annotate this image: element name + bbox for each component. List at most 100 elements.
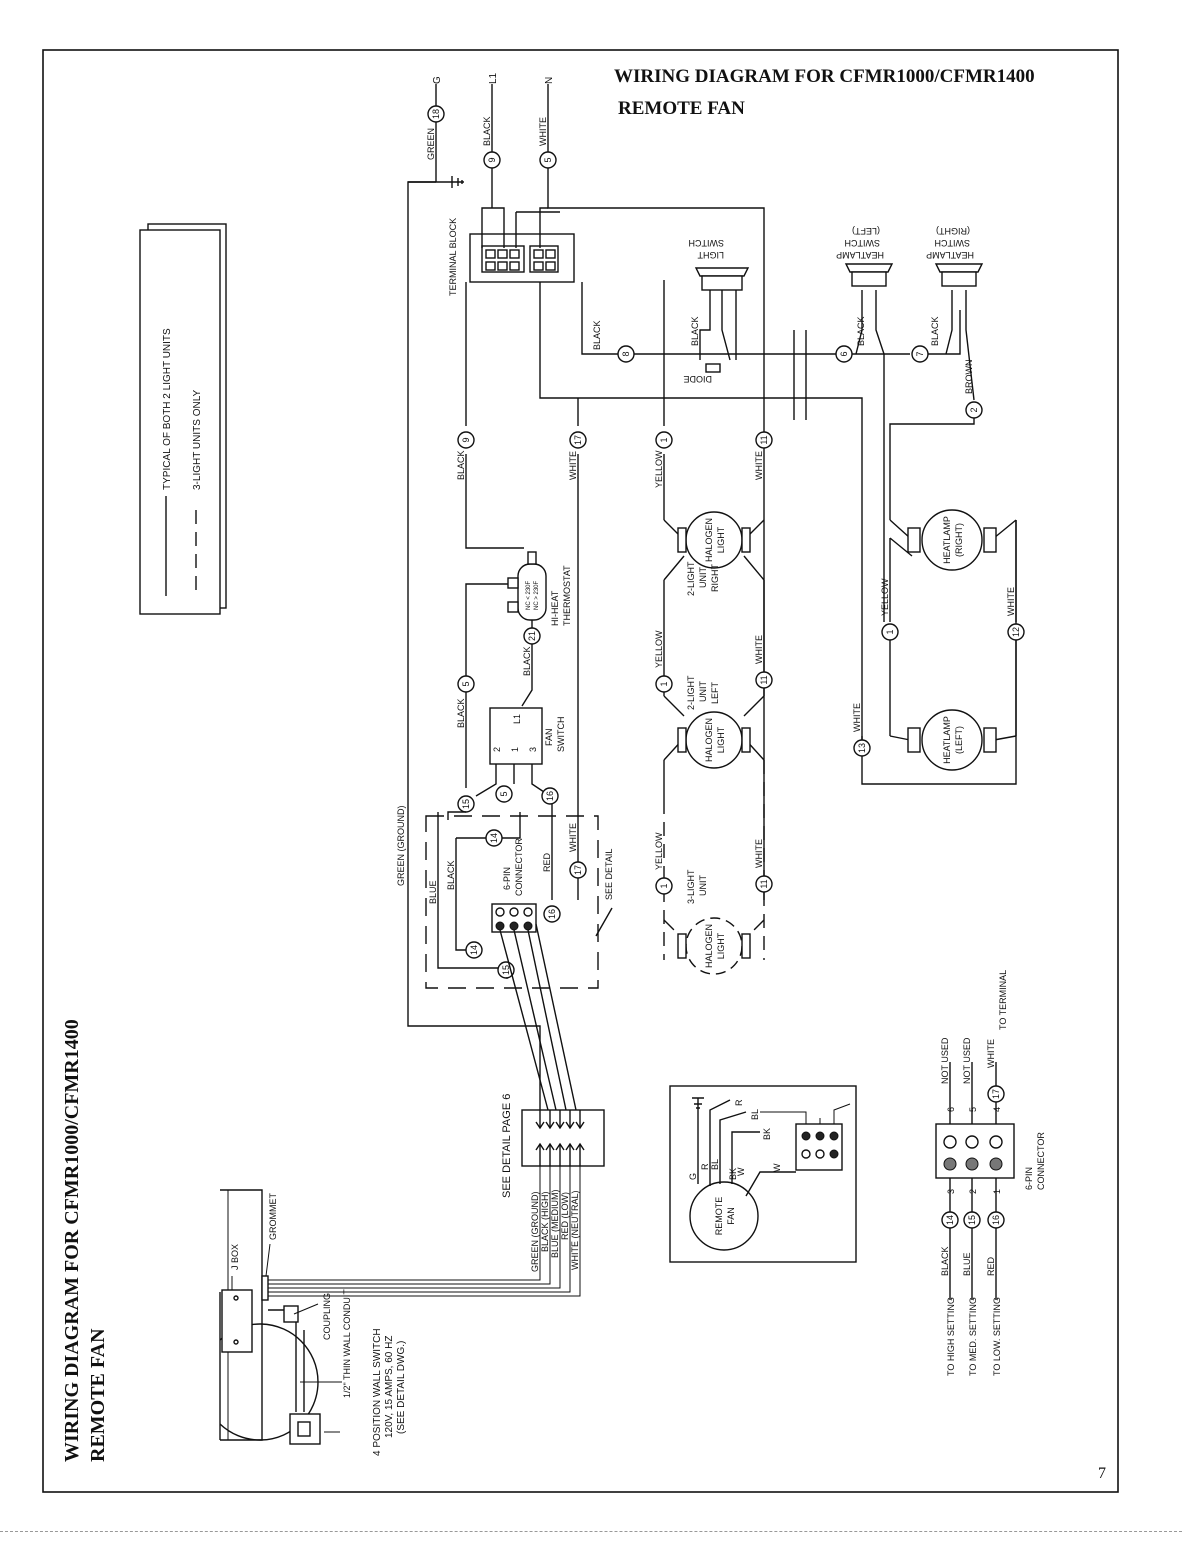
- lbl-yellow-hl: YELLOW: [880, 578, 890, 616]
- legend: TYPICAL OF BOTH 2 LIGHT UNITS 3-LIGHT UN…: [139, 223, 227, 615]
- lbl-brown: BROWN: [964, 360, 974, 395]
- num-11-a: 11: [759, 435, 769, 444]
- heatlamp-left-1: HEATLAMP: [836, 250, 884, 260]
- top-text-6: NOT USED: [940, 1037, 950, 1084]
- wire-num-9-top: 9: [487, 157, 497, 162]
- two-light-left-3: LEFT: [710, 681, 720, 704]
- two-light-left-1: 2-LIGHT: [686, 675, 696, 710]
- title-side-line1: WIRING DIAGRAM FOR CFMR1000/CFMR1400: [61, 1019, 83, 1462]
- supply-green: GREEN: [426, 128, 436, 160]
- lbl-white-b: WHITE: [754, 635, 764, 664]
- num-2: 2: [969, 407, 979, 412]
- fan-switch-label-2: SWITCH: [556, 717, 566, 753]
- num-17-mid: 17: [573, 435, 583, 445]
- caption-1: 6-PIN: [1024, 1167, 1034, 1190]
- two-light-right-2: UNIT: [698, 567, 708, 588]
- heatlamp-l-2: (LEFT): [954, 726, 964, 754]
- legend-dashed: 3-LIGHT UNITS ONLY: [192, 389, 203, 490]
- fan-sw-pin3: 3: [528, 747, 538, 752]
- num-15-a: 15: [461, 799, 471, 809]
- fan-wire-w2: W: [772, 1163, 782, 1172]
- supply-black: BLACK: [482, 116, 492, 146]
- fixture-drawing: J BOX GROMMET COUPLING 1/2" THIN WALL CO…: [219, 1189, 407, 1456]
- num-1-c: 1: [659, 883, 669, 888]
- fan-wire-bk2: BK: [762, 1128, 772, 1140]
- grommet-label: GROMMET: [268, 1193, 278, 1240]
- top-text-5: NOT USED: [962, 1037, 972, 1084]
- two-light-right-1: 2-LIGHT: [686, 561, 696, 596]
- bottom-pin-3: 3: [946, 1189, 956, 1194]
- num-6: 6: [839, 351, 849, 356]
- cable-terminal-strip: SEE DETAIL PAGE 6 GREEN (GROUND) BLACK (…: [262, 1094, 605, 1297]
- heatlamp-left: HEATLAMP (LEFT): [889, 709, 1017, 771]
- six-pin-area: 6-PIN CONNECTOR 14 15 16 17 BLUE BLACK R…: [396, 804, 614, 1111]
- heatlamp-switch-right: HEATLAMP SWITCH (RIGHT): [926, 226, 984, 287]
- lbl-blue: BLUE: [428, 880, 438, 904]
- light-switch-label-1: LIGHT: [697, 250, 724, 260]
- num-5-b: 5: [499, 791, 509, 796]
- hi-heat-thermostat: NC < 230F NC > 230F HI-HEAT THERMOSTAT 2…: [465, 551, 572, 707]
- row-num-15: 15: [967, 1215, 977, 1225]
- heatlamp-left-3: (LEFT): [852, 226, 880, 236]
- supply-l1: L1: [488, 72, 499, 84]
- lbl-black-6pin: BLACK: [446, 860, 456, 890]
- six-pin-label-1: 6-PIN: [502, 867, 512, 890]
- legend-solid: TYPICAL OF BOTH 2 LIGHT UNITS: [162, 328, 173, 490]
- num-5-mid: 5: [461, 681, 471, 686]
- wall-switch-1: 4 POSITION WALL SWITCH: [372, 1328, 383, 1456]
- row-setting-med: TO MED. SETTING: [968, 1297, 978, 1376]
- row-num-14: 14: [945, 1215, 955, 1225]
- cable-3: RED (LOW): [560, 1192, 570, 1240]
- halogen-three-2: LIGHT: [716, 932, 726, 959]
- supply-g: G: [432, 76, 443, 84]
- caption-2: CONNECTOR: [1036, 1132, 1046, 1190]
- num-12: 12: [1011, 627, 1021, 637]
- num-11-b: 11: [759, 675, 769, 684]
- num-1-d: 1: [885, 629, 895, 634]
- num-8: 8: [621, 351, 631, 356]
- jbox-label: J BOX: [230, 1244, 240, 1270]
- halogen-right-2: LIGHT: [716, 526, 726, 553]
- supply-lines: G L1 N 18 9 5 GREEN BLACK WHITE: [408, 72, 557, 200]
- lbl-black-sw: BLACK: [690, 316, 700, 346]
- halogen-right-1: HALOGEN: [704, 518, 714, 562]
- page-number: 7: [1098, 1465, 1106, 1482]
- remote-fan-2: FAN: [726, 1207, 736, 1225]
- halogen-light-left: HALOGEN LIGHT 2-LIGHT UNIT LEFT: [663, 650, 765, 769]
- thermo-label-2: THERMOSTAT: [562, 565, 572, 626]
- lbl-black-5: BLACK: [456, 698, 466, 728]
- row-color-blue: BLUE: [962, 1252, 972, 1276]
- bottom-pin-1: 1: [992, 1189, 1002, 1194]
- fan-switch: 5 BLACK L1 2 1 3 FAN SWITCH 15 5 16 14: [456, 675, 566, 847]
- lbl-black-8: BLACK: [592, 320, 602, 350]
- fan-wire-r2: R: [734, 1099, 744, 1106]
- lbl-white-a: WHITE: [754, 451, 764, 480]
- heatlamp-right-1: HEATLAMP: [926, 250, 974, 260]
- num-7: 7: [915, 351, 925, 356]
- wire-num-18: 18: [431, 109, 441, 119]
- top-pin-5: 5: [968, 1107, 978, 1112]
- three-light-1: 3-LIGHT: [686, 869, 696, 904]
- lbl-white-6pin: WHITE: [568, 823, 578, 852]
- num-1-a: 1: [659, 437, 669, 442]
- supply-n: N: [544, 77, 555, 84]
- cable-4: WHITE (NEUTRAL): [570, 1191, 580, 1271]
- see-detail-page6: SEE DETAIL PAGE 6: [501, 1094, 513, 1198]
- num-14-a: 14: [489, 833, 499, 843]
- bottom-pin-2: 2: [968, 1189, 978, 1194]
- top-pin-4: 4: [992, 1107, 1002, 1112]
- heatlamp-r-1: HEATLAMP: [942, 516, 952, 564]
- terminal-block-label: TERMINAL BLOCK: [448, 218, 458, 296]
- remote-fan-detail: REMOTE FAN G R BL BK W R BL BK W: [669, 1085, 857, 1263]
- connector-detail: 6 5 4 NOT USED NOT USED 17 WHITE TO TERM…: [935, 970, 1046, 1376]
- top-pin-6: 6: [946, 1107, 956, 1112]
- green-ground-label: GREEN (GROUND): [396, 805, 406, 886]
- lbl-yellow-a: YELLOW: [654, 450, 664, 488]
- terminal-block: TERMINAL BLOCK: [448, 200, 765, 900]
- remote-fan-1: REMOTE: [714, 1197, 724, 1236]
- num-13: 13: [857, 743, 867, 753]
- row-color-red: RED: [986, 1256, 996, 1276]
- halogen-left-1: HALOGEN: [704, 718, 714, 762]
- lbl-black-21: BLACK: [522, 646, 532, 676]
